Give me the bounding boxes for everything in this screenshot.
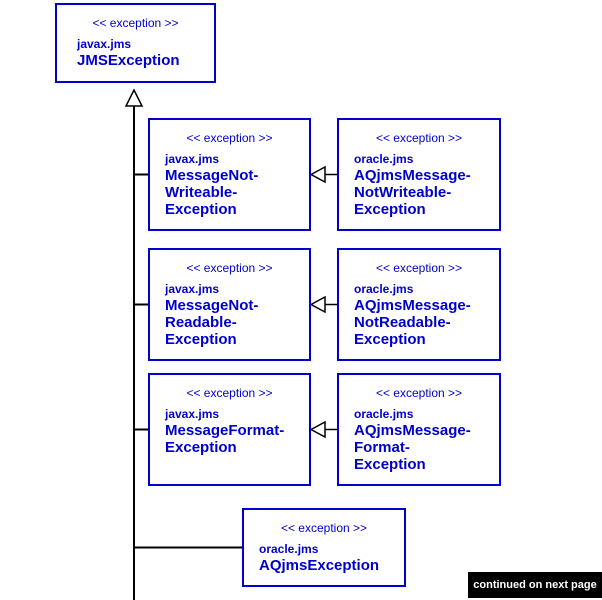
stereotype-label: << exception >> — [186, 261, 273, 275]
generalization-up-arrow-icon — [124, 88, 144, 107]
class-name-line: NotWriteable- — [354, 184, 452, 201]
package-label: javax.jms — [165, 152, 220, 166]
class-name-line: Exception — [165, 439, 237, 456]
class-name-line: AQjmsMessage- — [354, 167, 471, 184]
generalization-left-arrow-icon — [309, 420, 326, 439]
class-name-line: NotReadable- — [354, 314, 451, 331]
stereotype-label: << exception >> — [186, 131, 273, 145]
class-name-line: JMSException — [77, 52, 180, 69]
class-box-aqjmsexception: << exception >> oracle.jms AQjmsExceptio… — [242, 508, 406, 587]
class-name-line: Format- — [354, 439, 410, 456]
stereotype-label: << exception >> — [280, 521, 368, 535]
generalization-left-arrow-icon — [309, 165, 326, 184]
stereotype-label: << exception >> — [92, 16, 179, 30]
class-box-aqjmsmessagenotreadableexception: << exception >> oracle.jms AQjmsMessage-… — [337, 248, 501, 361]
class-name-line: Exception — [165, 201, 237, 218]
class-name-line: MessageNot- — [165, 167, 259, 184]
class-name-line: Exception — [354, 331, 426, 348]
stereotype-label: << exception >> — [186, 386, 273, 400]
class-name-line: AQjmsMessage- — [354, 422, 471, 439]
class-name-line: MessageNot- — [165, 297, 259, 314]
class-box-messageformatexception: << exception >> javax.jms MessageFormat-… — [148, 373, 311, 486]
package-label: javax.jms — [165, 407, 220, 421]
class-box-messagenotwriteableexception: << exception >> javax.jms MessageNot- Wr… — [148, 118, 311, 231]
stereotype-label: << exception >> — [375, 131, 463, 145]
stereotype-label: << exception >> — [375, 261, 463, 275]
class-name-line: Exception — [354, 201, 426, 218]
package-label: oracle.jms — [354, 407, 414, 421]
package-label: oracle.jms — [354, 152, 414, 166]
class-box-messagenotreadableexception: << exception >> javax.jms MessageNot- Re… — [148, 248, 311, 361]
class-box-aqjmsmessagenotwriteableexception: << exception >> oracle.jms AQjmsMessage-… — [337, 118, 501, 231]
class-name-line: AQjmsException — [259, 557, 380, 574]
class-name-line: AQjmsMessage- — [354, 297, 471, 314]
package-label: javax.jms — [77, 37, 132, 51]
continued-on-next-page-badge: continued on next page — [468, 572, 602, 598]
generalization-left-arrow-icon — [309, 295, 326, 314]
class-name-line: MessageFormat- — [165, 422, 285, 439]
class-box-aqjmsmessageformatexception: << exception >> oracle.jms AQjmsMessage-… — [337, 373, 501, 486]
package-label: javax.jms — [165, 282, 220, 296]
package-label: oracle.jms — [259, 542, 319, 556]
class-name-line: Exception — [354, 456, 426, 473]
class-name-line: Writeable- — [165, 184, 238, 201]
package-label: oracle.jms — [354, 282, 414, 296]
class-box-jmsexception: << exception >> javax.jms JMSException — [55, 3, 216, 83]
class-name-line: Readable- — [165, 314, 237, 331]
stereotype-label: << exception >> — [375, 386, 463, 400]
class-name-line: Exception — [165, 331, 237, 348]
